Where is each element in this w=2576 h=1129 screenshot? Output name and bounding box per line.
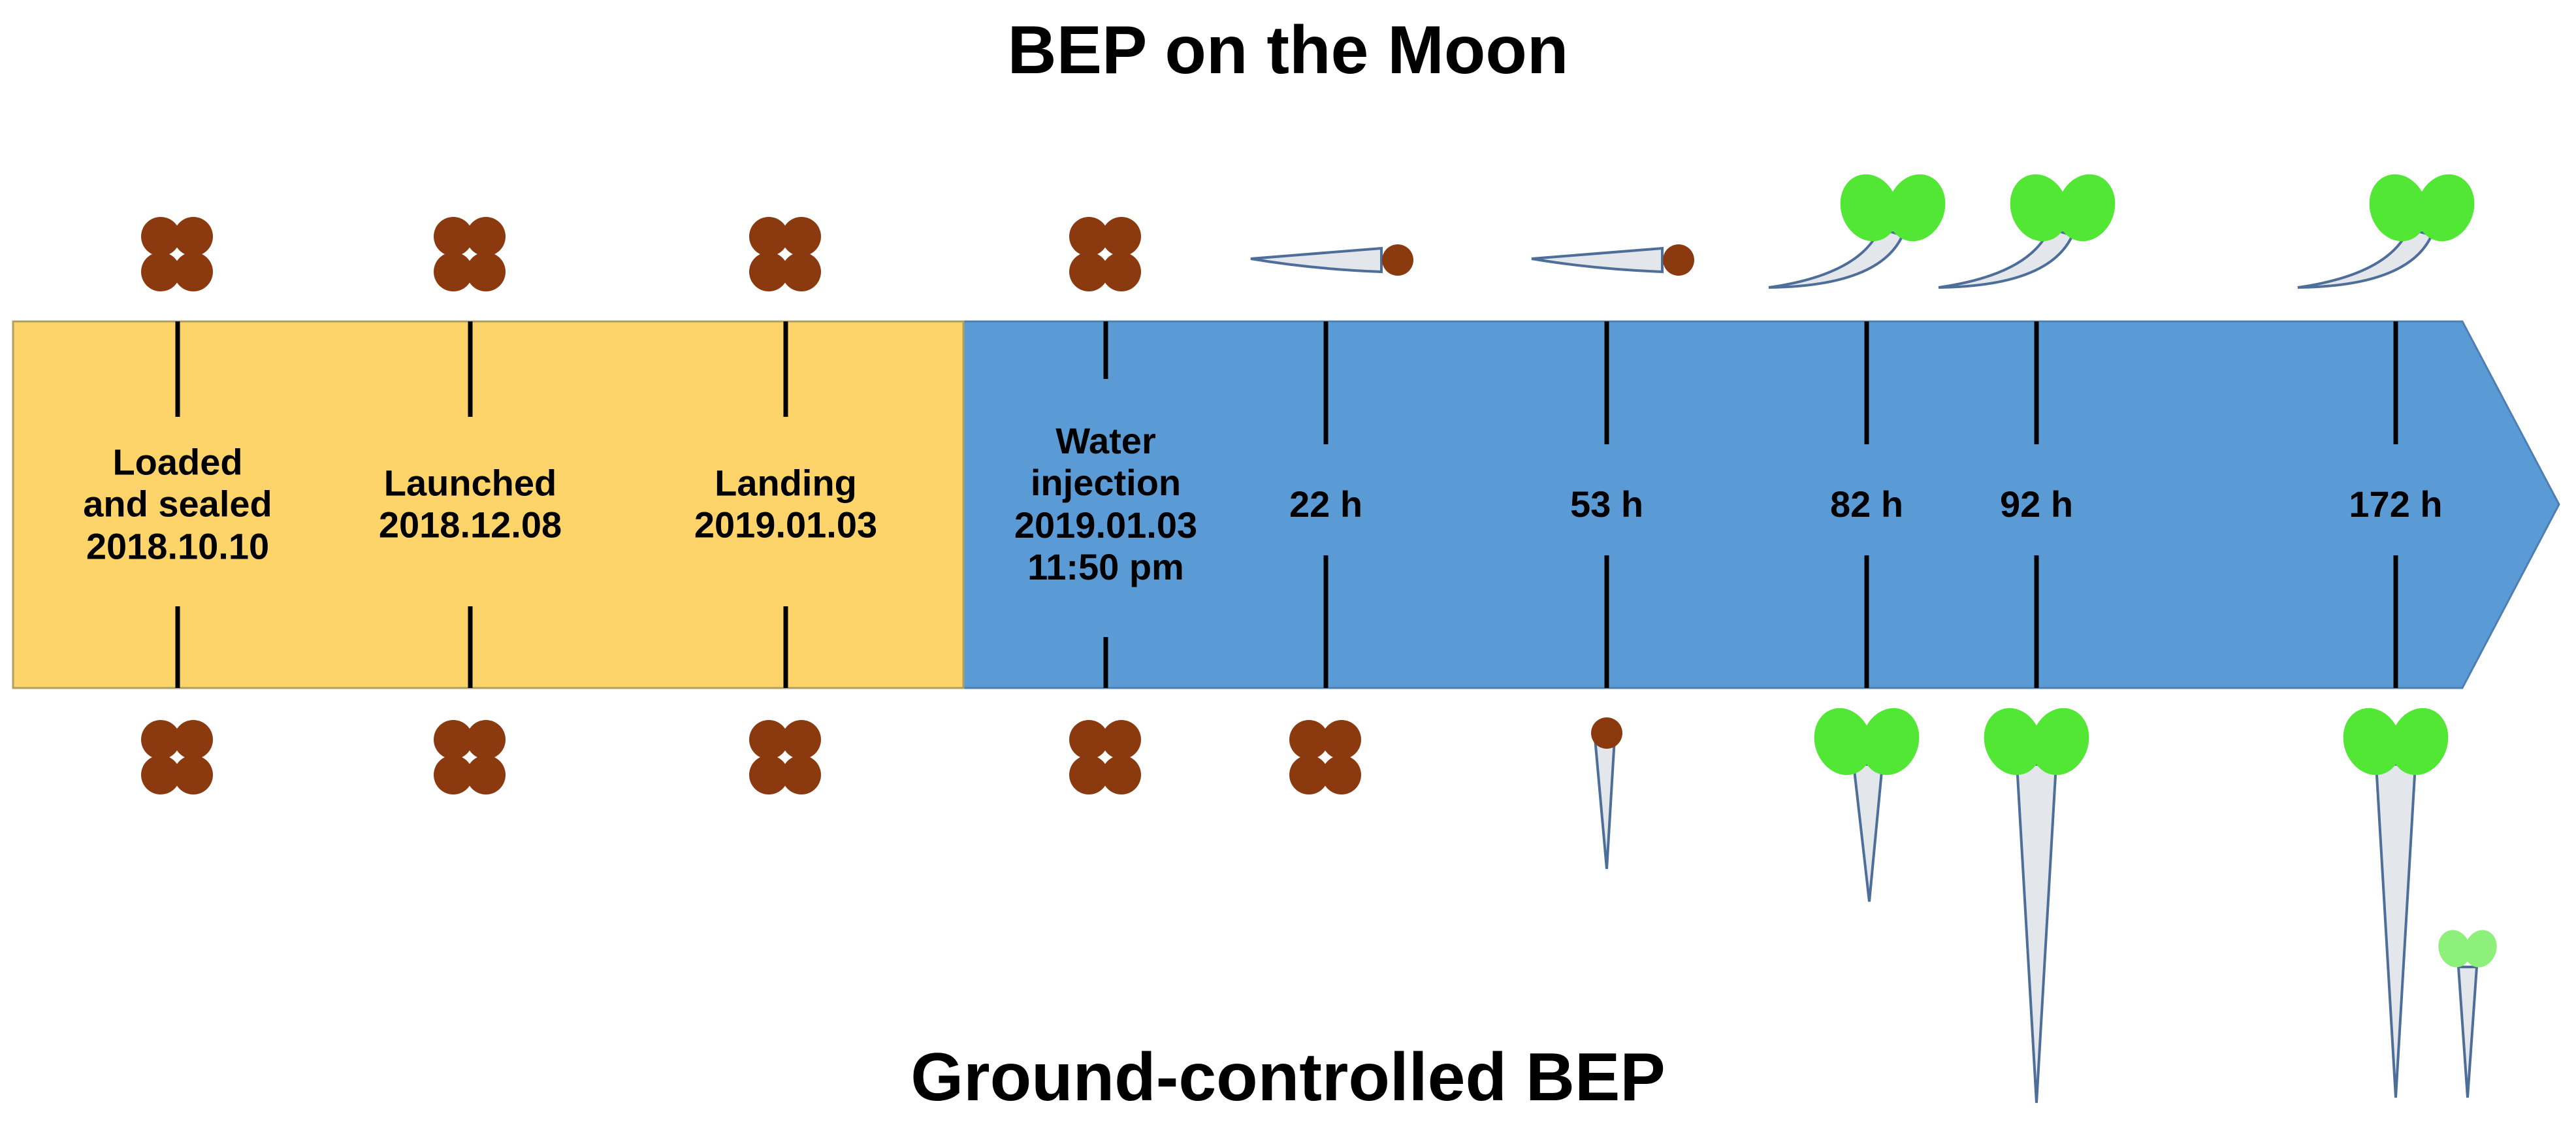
seed-cluster-icon (1069, 720, 1141, 794)
cotyledon-left (1984, 708, 2042, 776)
timeline-arrow (12, 320, 2560, 689)
cotyledon-icon (1984, 708, 2089, 776)
seed-icon (749, 217, 788, 256)
cotyledon-right (1861, 708, 1920, 776)
milestone-label: 82 h (1829, 483, 1904, 525)
cotyledon-icon (1840, 174, 1946, 242)
seed-cluster-icon (749, 217, 821, 291)
seed-cluster-icon (1289, 720, 1361, 794)
seed-icon (749, 252, 788, 291)
root-icon (2015, 763, 2058, 1104)
cotyledon-icon (2343, 708, 2449, 776)
seed-icon (1069, 755, 1108, 794)
seed-icon (1663, 244, 1694, 276)
milestone-label: 92 h (1999, 483, 2074, 525)
cotyledon-right (2057, 174, 2116, 242)
ground-plants (141, 708, 2497, 1104)
seed-cluster-icon (141, 217, 213, 291)
seed-icon (466, 720, 506, 759)
seed-icon (141, 252, 180, 291)
root-icon (2456, 966, 2479, 1098)
milestone-label: 172 h (2349, 483, 2443, 525)
seed-icon (174, 252, 213, 291)
cotyledon-right (2390, 708, 2449, 776)
cotyledon-right (1887, 174, 1946, 242)
seed-cluster-icon (141, 720, 213, 794)
moon-plants (141, 174, 2475, 291)
seed-icon (1102, 720, 1141, 759)
cotyledon-icon (1814, 708, 1920, 776)
seed-cluster-icon (749, 720, 821, 794)
cotyledon-right (2031, 708, 2089, 776)
seed-icon (1289, 720, 1328, 759)
root-icon (1852, 763, 1884, 902)
cotyledon-right (2464, 930, 2497, 968)
cotyledon-left (1840, 174, 1899, 242)
seed-icon (1102, 217, 1141, 256)
seed-icon (434, 755, 473, 794)
seed-icon (1102, 252, 1141, 291)
cotyledon-icon (2010, 174, 2116, 242)
seed-icon (1069, 252, 1108, 291)
seed-icon (174, 217, 213, 256)
seed-icon (749, 755, 788, 794)
seed-cluster-icon (434, 720, 506, 794)
cotyledon-icon (2369, 174, 2475, 242)
seed-icon (782, 755, 821, 794)
root-icon (1250, 246, 1383, 274)
seed-icon (466, 217, 506, 256)
seed-icon (1289, 755, 1328, 794)
seed-icon (466, 252, 506, 291)
root-icon (1593, 737, 1617, 870)
cotyledon-left (1814, 708, 1873, 776)
cotyledon-left (2343, 708, 2402, 776)
ground-title: Ground-controlled BEP (910, 1039, 1666, 1115)
seed-icon (174, 720, 213, 759)
milestone-ticks (175, 321, 2398, 688)
seed-icon (782, 720, 821, 759)
arrow-body-post-water (962, 320, 2560, 689)
milestone-label: 53 h (1570, 483, 1644, 525)
seed-icon (782, 217, 821, 256)
seed-icon (1069, 720, 1108, 759)
seed-icon (1102, 755, 1141, 794)
cotyledon-left (2010, 174, 2069, 242)
seed-icon (434, 252, 473, 291)
seed-icon (749, 720, 788, 759)
seed-cluster-icon (1069, 217, 1141, 291)
milestone-label: Launched 2018.12.08 (378, 462, 562, 546)
seed-icon (174, 755, 213, 794)
milestone-label: Water injection 2019.01.03 11:50 pm (1014, 420, 1198, 588)
root-icon (1531, 246, 1664, 274)
moon-title: BEP on the Moon (1007, 12, 1569, 88)
seed-icon (1591, 717, 1622, 749)
seed-icon (782, 252, 821, 291)
seed-icon (141, 720, 180, 759)
seed-icon (466, 755, 506, 794)
seed-icon (434, 217, 473, 256)
seed-cluster-icon (434, 217, 506, 291)
seed-icon (1322, 720, 1361, 759)
cotyledon-icon (2438, 930, 2497, 968)
cotyledon-left (2438, 930, 2471, 968)
seed-icon (141, 755, 180, 794)
milestone-label: 22 h (1289, 483, 1363, 525)
seed-icon (1382, 244, 1413, 276)
cotyledon-left (2369, 174, 2428, 242)
milestone-label: Loaded and sealed 2018.10.10 (83, 441, 272, 567)
seed-icon (434, 720, 473, 759)
milestone-label: Landing 2019.01.03 (694, 462, 878, 546)
seed-icon (141, 217, 180, 256)
seed-icon (1069, 217, 1108, 256)
cotyledon-right (2416, 174, 2475, 242)
seed-icon (1322, 755, 1361, 794)
phase-pre-water (12, 320, 965, 689)
root-icon (2374, 763, 2417, 1098)
